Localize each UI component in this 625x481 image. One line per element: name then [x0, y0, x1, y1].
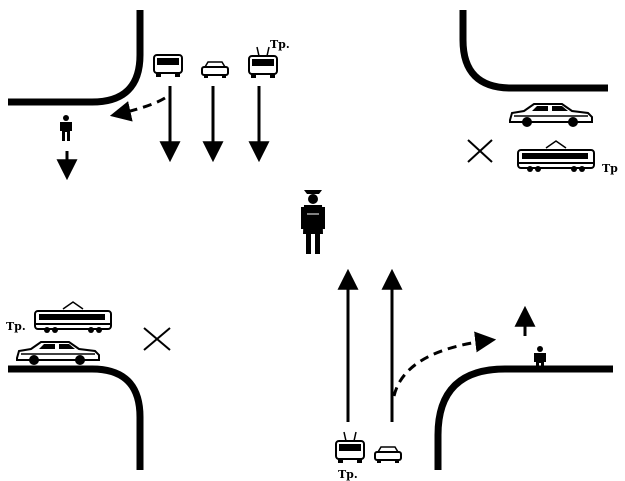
traffic-officer-icon — [301, 190, 325, 254]
trolleybus-icon — [335, 431, 365, 464]
curb-bottom-left — [8, 365, 144, 470]
cross-mark-icon — [467, 139, 493, 163]
trolleybus-label-top: Тр. — [270, 38, 290, 51]
curb-top-right — [459, 10, 608, 92]
curb-bottom-right — [434, 365, 613, 470]
car-icon — [509, 103, 593, 128]
cross-mark-icon — [143, 327, 171, 351]
tram-label-right: Тр — [602, 162, 618, 175]
arrow-turn-right-bus — [109, 96, 166, 122]
bus-icon — [153, 54, 183, 78]
trolleybus-icon — [248, 46, 278, 79]
tram-icon — [34, 301, 112, 334]
pedestrian-icon — [60, 115, 72, 141]
tram-label-left: Тр. — [6, 320, 26, 333]
car-icon — [374, 446, 402, 464]
trolleybus-label-bottom: Тр. — [338, 468, 358, 481]
car-icon — [201, 61, 229, 79]
arrow-turn-right-car — [392, 331, 497, 397]
curb-top-left — [8, 10, 144, 106]
car-icon — [16, 341, 100, 366]
tram-icon — [517, 140, 595, 173]
